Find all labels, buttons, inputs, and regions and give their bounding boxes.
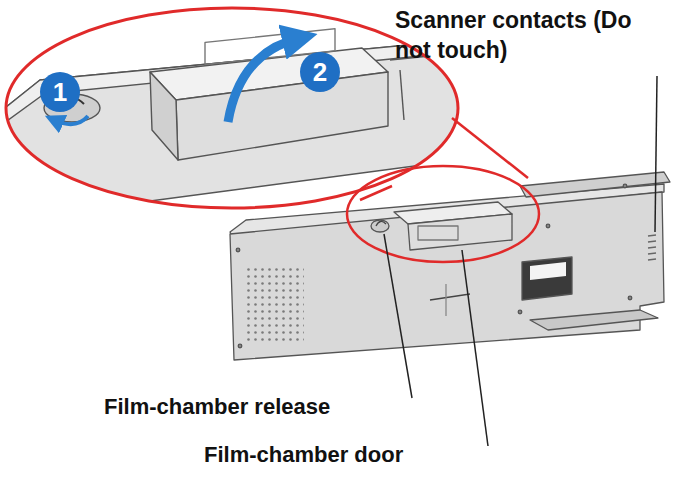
callout-text: 1 [53,79,67,105]
zoom-target-ellipse [347,166,539,262]
callout-circle [300,52,340,92]
callout-number: 2 [299,51,341,93]
callout-circle [40,72,80,112]
callout-number: 1 [39,71,81,113]
leader-lines [384,76,657,446]
callout-text: 2 [313,59,327,85]
zoom-link-line [452,118,528,178]
part-label: Scanner contacts (Do not touch) [395,6,663,66]
part-label: Film-chamber door [204,442,403,468]
film-adapter [230,172,670,360]
zoom-ellipse [6,8,458,208]
zoom-link-line [360,186,392,200]
part-label: Film-chamber release [104,394,330,420]
